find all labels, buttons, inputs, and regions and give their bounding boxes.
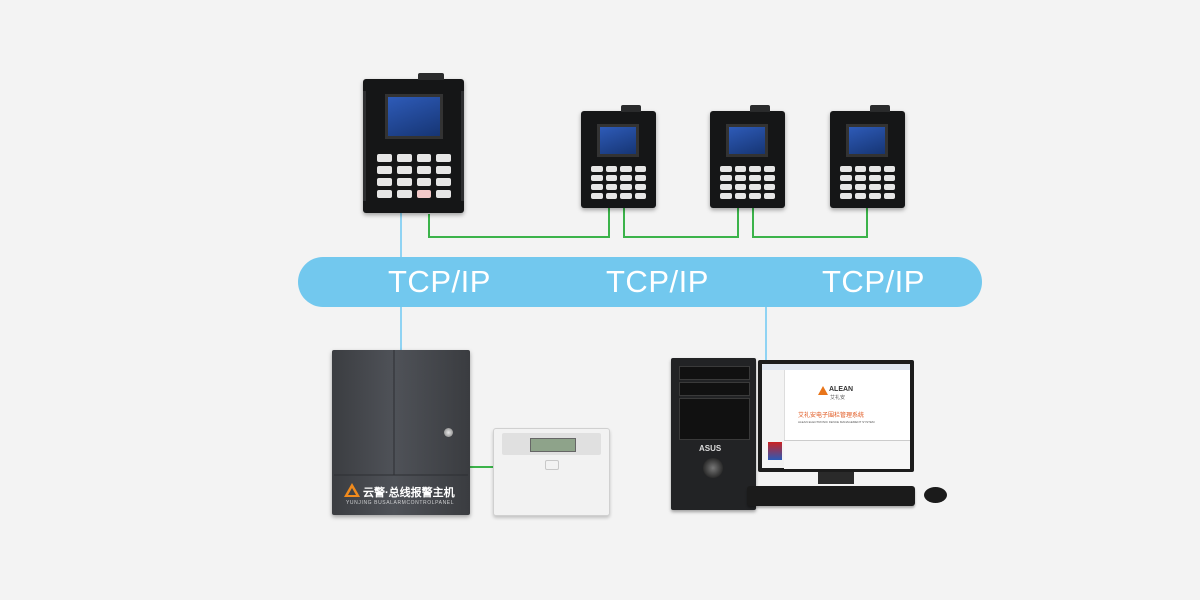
link-bus-to-computer <box>765 305 767 362</box>
software-titlebar <box>762 364 910 370</box>
tower-brand: ASUS <box>699 444 722 453</box>
bus-label-2: TCP/IP <box>606 264 709 299</box>
keypad-3-icon <box>710 105 785 208</box>
keypad-4-icon <box>830 105 905 208</box>
software-logo-text: ALEAN <box>829 386 854 393</box>
alean-logo-icon <box>818 386 828 395</box>
power-button-icon <box>703 458 723 478</box>
keypad-main-icon <box>363 73 464 213</box>
computer-tower-icon: ASUS <box>671 358 756 510</box>
link-keypad-1-2-h <box>428 236 610 238</box>
drive-bay-1 <box>679 366 750 380</box>
panel-door-lines <box>334 350 468 476</box>
lcd-keypad-icon <box>493 428 610 516</box>
mouse-icon <box>924 487 947 503</box>
alarm-panel-icon: 云警·总线报警主机 YUNJING BUSALARMCONTROLPANEL <box>332 350 470 515</box>
monitor-screen: ALEAN 艾礼安 艾礼安电子围栏管理系统 ALEAN ELECTRONIC F… <box>762 364 910 469</box>
software-bottom-panel <box>784 440 910 469</box>
monitor-icon: ALEAN 艾礼安 艾礼安电子围栏管理系统 ALEAN ELECTRONIC F… <box>758 360 914 472</box>
keypad-2-icon <box>581 105 656 208</box>
software-logo-cn: 艾礼安 <box>830 395 846 401</box>
drive-bay-3 <box>679 398 750 440</box>
link-keypad-main-to-bus <box>400 213 402 259</box>
link-keypad-3-4-h <box>752 236 868 238</box>
link-keypad-2-3-v1 <box>623 208 625 238</box>
brand-logo-icon <box>344 483 360 497</box>
lcd-keypad-button <box>545 460 559 470</box>
monitor-stand-icon <box>818 472 854 484</box>
link-keypad-1-2 <box>428 214 430 238</box>
link-keypad-3-4-v2 <box>866 208 868 238</box>
link-keypad-2-3-h <box>623 236 739 238</box>
software-status-strip <box>768 442 782 460</box>
lcd-screen <box>530 438 576 452</box>
tcp-ip-bus <box>298 257 982 307</box>
software-title: 艾礼安电子围栏管理系统 <box>798 413 865 419</box>
link-keypad-2-v <box>608 208 610 238</box>
bus-label-3: TCP/IP <box>822 264 925 299</box>
link-bus-to-panel <box>400 305 402 352</box>
link-panel-to-lcd <box>470 466 494 468</box>
drive-bay-2 <box>679 382 750 396</box>
keyboard-icon <box>747 486 915 506</box>
panel-brand-sub: YUNJING BUSALARMCONTROLPANEL <box>346 500 455 506</box>
link-keypad-3-4-v1 <box>752 208 754 238</box>
bus-label-1: TCP/IP <box>388 264 491 299</box>
lock-icon <box>444 428 453 437</box>
panel-brand: 云警·总线报警主机 <box>363 487 455 499</box>
link-keypad-2-3-v2 <box>737 208 739 238</box>
software-subtitle: ALEAN ELECTRONIC FENCE MANAGEMENT SYSTEM <box>798 420 875 424</box>
